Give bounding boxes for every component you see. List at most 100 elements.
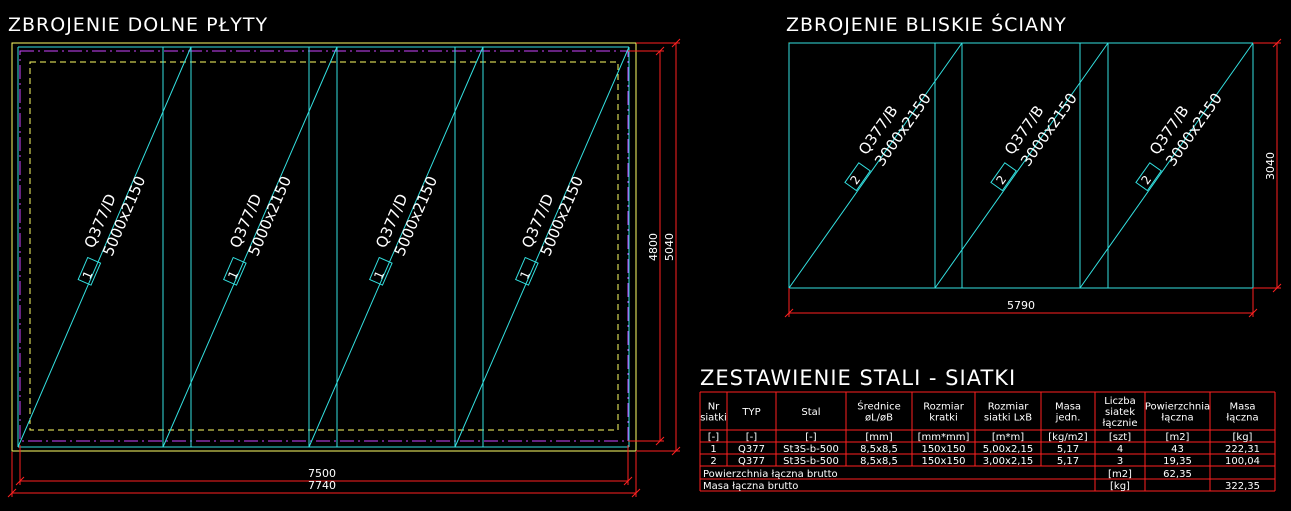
- table-data-cell: 8,5x8,5: [860, 444, 898, 455]
- table-unit-cell: [mm]: [865, 432, 892, 443]
- mesh-number-box: [990, 162, 1017, 192]
- mesh-number-box: [368, 256, 393, 286]
- table-header-cell: øL/øB: [865, 413, 893, 424]
- dim-tick: [671, 446, 681, 456]
- table-data-cell: 5,00x2,15: [983, 444, 1033, 455]
- total-mass-unit: [kg]: [1110, 481, 1130, 492]
- table-unit-cell: [mm*mm]: [918, 432, 970, 443]
- mesh-number: 1: [517, 269, 533, 282]
- mesh-number-box: [514, 256, 539, 286]
- mesh-number: 1: [80, 269, 96, 282]
- table-unit-cell: [kg]: [1233, 432, 1253, 443]
- slab-dashed-outline: [29, 61, 619, 431]
- dim-tick: [631, 488, 641, 498]
- mesh-number-box: [222, 256, 247, 286]
- mesh-number-box: [1135, 162, 1162, 192]
- dim-tick: [623, 476, 633, 486]
- wall-title: ZBROJENIE BLISKIE ŚCIANY: [786, 12, 1067, 36]
- table-header-cell: Stal: [801, 407, 820, 418]
- table-header-cell: siatki LxB: [984, 413, 1032, 424]
- table-data-cell: 43: [1171, 444, 1184, 455]
- dim-tick: [671, 38, 681, 48]
- table-header-cell: Rozmiar: [923, 402, 965, 413]
- dim-tick: [1248, 308, 1258, 318]
- table-header-cell: łączna: [1226, 413, 1258, 424]
- table-header-cell: jedn.: [1055, 413, 1081, 424]
- table-data-cell: 3: [1117, 456, 1123, 467]
- mesh-number-box: [844, 162, 871, 192]
- table-data-cell: 5,17: [1057, 456, 1079, 467]
- table-data-cell: 2: [710, 456, 716, 467]
- dim-wall-height: 3040: [1264, 152, 1277, 180]
- table-title: ZESTAWIENIE STALI - SIATKI: [700, 366, 1016, 390]
- table-header-cell: Powierzchnia: [1145, 402, 1210, 413]
- table-unit-cell: [kg/m2]: [1048, 432, 1088, 443]
- mesh-number: 1: [371, 269, 387, 282]
- mesh-number: 1: [225, 269, 241, 282]
- mesh-diagonal: [454, 46, 630, 448]
- table-unit-cell: [m2]: [1166, 432, 1190, 443]
- total-area-label: Powierzchnia łączna brutto: [703, 469, 838, 480]
- slab-purple-outline: [19, 50, 629, 442]
- dim-tick: [1272, 283, 1282, 293]
- table-unit-cell: [-]: [708, 432, 720, 443]
- table-header-cell: Liczba: [1104, 396, 1136, 407]
- dim-outer-height: 5040: [663, 233, 676, 261]
- table-header-cell: Masa: [1055, 402, 1081, 413]
- dim-tick: [784, 308, 794, 318]
- mesh-diagonal: [788, 42, 963, 289]
- mesh-diagonal: [17, 46, 192, 448]
- table-unit-cell: [m*m]: [992, 432, 1024, 443]
- dim-tick: [1272, 38, 1282, 48]
- dim-tick: [655, 436, 665, 446]
- table-header-cell: siatki: [700, 413, 727, 424]
- table-data-cell: Q377: [738, 444, 765, 455]
- total-mass-value: 322,35: [1225, 481, 1260, 492]
- slab-title: ZBROJENIE DOLNE PŁYTY: [8, 14, 268, 36]
- dim-outer-width: 7740: [308, 479, 336, 492]
- table-header-cell: łączna: [1161, 413, 1193, 424]
- table-header-cell: Średnice: [857, 400, 901, 413]
- table-unit-cell: [-]: [805, 432, 817, 443]
- table-header-cell: TYP: [741, 407, 760, 418]
- table-data-cell: 150x150: [921, 456, 965, 467]
- table-unit-cell: [-]: [746, 432, 758, 443]
- dim-tick: [15, 476, 25, 486]
- table-data-cell: 222,31: [1225, 444, 1260, 455]
- mesh-diagonal: [934, 42, 1109, 289]
- table-data-cell: 19,35: [1163, 456, 1192, 467]
- table-data-cell: 4: [1117, 444, 1123, 455]
- total-area-value: 62,35: [1163, 469, 1192, 480]
- mesh-diagonal: [308, 46, 484, 448]
- table-data-cell: 100,04: [1225, 456, 1260, 467]
- table-header-cell: łącznie: [1103, 418, 1138, 429]
- table-data-cell: 3,00x2,15: [983, 456, 1033, 467]
- total-area-unit: [m2]: [1108, 469, 1132, 480]
- table-header-cell: Masa: [1229, 402, 1255, 413]
- table-unit-cell: [szt]: [1109, 432, 1131, 443]
- table-data-cell: 150x150: [921, 444, 965, 455]
- dim-tick: [7, 488, 17, 498]
- table-header-cell: kratki: [929, 413, 958, 424]
- table-data-cell: 1: [710, 444, 716, 455]
- slab-outline: [11, 42, 637, 452]
- dim-inner-height: 4800: [647, 233, 660, 261]
- table-data-cell: St3S-b-500: [783, 456, 839, 467]
- table-data-cell: St3S-b-500: [783, 444, 839, 455]
- total-mass-label: Masa łączna brutto: [703, 481, 798, 492]
- dim-inner-width: 7500: [308, 467, 336, 480]
- mesh-diagonal: [162, 46, 338, 448]
